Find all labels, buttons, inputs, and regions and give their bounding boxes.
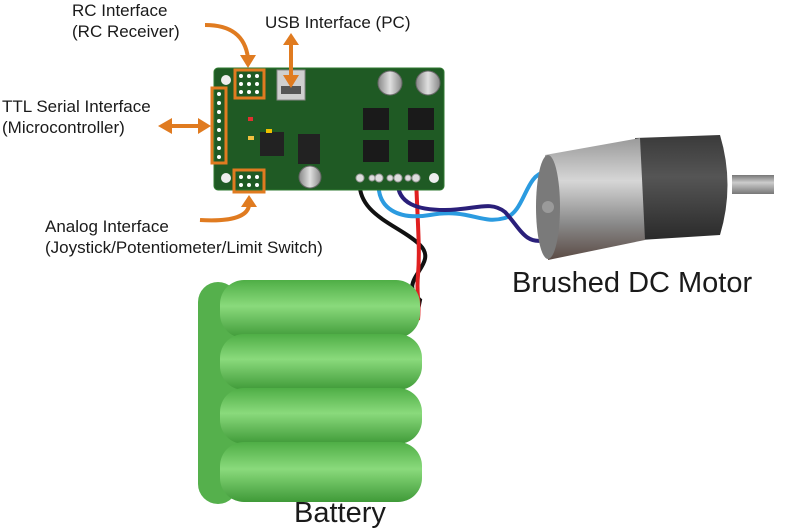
- usb-interface-label: USB Interface (PC): [265, 13, 411, 32]
- motor-controller-board: [213, 67, 445, 191]
- usb-arrowhead-down: [283, 75, 299, 88]
- rc-interface-subtitle: (RC Receiver): [72, 22, 180, 41]
- ttl-arrowhead-left: [158, 118, 172, 134]
- battery-pack: [198, 280, 422, 504]
- ttl-interface-subtitle: (Microcontroller): [2, 118, 125, 137]
- ttl-header-highlight: [210, 86, 228, 165]
- analog-interface-label: Analog Interface (Joystick/Potentiometer…: [45, 216, 323, 258]
- analog-interface-subtitle: (Joystick/Potentiometer/Limit Switch): [45, 238, 323, 257]
- analog-interface-title: Analog Interface: [45, 217, 169, 236]
- ttl-arrowhead-right: [198, 118, 211, 134]
- dc-motor: [536, 135, 774, 260]
- battery-label: Battery: [294, 497, 386, 529]
- wire-blue: [376, 170, 546, 222]
- analog-header-highlight: [232, 168, 266, 194]
- rc-interface-title: RC Interface: [72, 1, 168, 20]
- wire-navy: [395, 177, 546, 243]
- rc-header-highlight: [233, 68, 266, 100]
- analog-arrowhead: [241, 195, 257, 207]
- rc-arrowhead: [240, 55, 256, 68]
- rc-interface-label: RC Interface (RC Receiver): [72, 0, 180, 42]
- usb-arrowhead-up: [283, 33, 299, 45]
- analog-arrow: [199, 204, 251, 223]
- rc-arrow: [204, 23, 250, 59]
- motor-label: Brushed DC Motor: [512, 267, 753, 299]
- ttl-interface-title: TTL Serial Interface: [2, 97, 151, 116]
- ttl-interface-label: TTL Serial Interface (Microcontroller): [2, 96, 151, 138]
- callouts: [158, 23, 299, 223]
